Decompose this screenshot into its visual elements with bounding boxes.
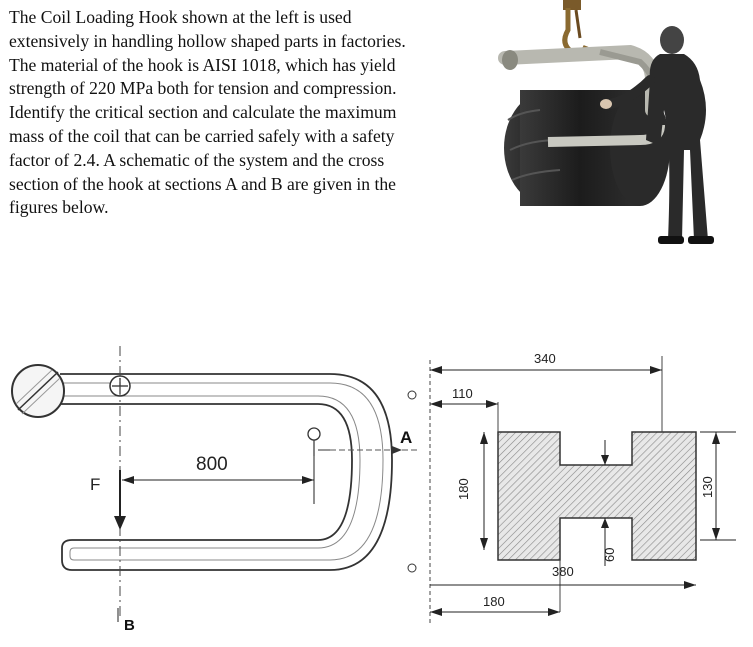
end-pin-icon (11, 364, 65, 418)
problem-line: strength of 220 MPa both for tension and… (9, 78, 397, 99)
problem-line: mass of the coil that can be carried saf… (9, 125, 395, 146)
dim-60-label: 60 (602, 548, 617, 562)
problem-line: Identify the critical section and calcul… (9, 102, 397, 123)
problem-line: The Coil Loading Hook shown at the left … (9, 7, 352, 27)
section-a-marker (307, 427, 334, 456)
force-label: F (90, 475, 100, 494)
dim-340-label: 340 (534, 351, 556, 366)
problem-line: extensively in handling hollow shaped pa… (9, 30, 406, 51)
dim-180-bottom-label: 180 (483, 594, 505, 609)
problem-line: section of the hook at sections A and B … (9, 173, 396, 194)
problem-line: figures below. (9, 197, 109, 218)
section-a-label: A (400, 428, 412, 447)
worker-icon (600, 26, 714, 244)
problem-statement: The Coil Loading Hook shown at the left … (9, 6, 469, 220)
dim-180-left-label: 180 (456, 478, 471, 500)
problem-line: The material of the hook is AISI 1018, w… (9, 54, 396, 75)
section-profile (497, 431, 697, 561)
dim-110-label: 110 (452, 386, 473, 401)
section-b-label: B (124, 617, 135, 634)
dim-130-label: 130 (700, 476, 715, 498)
dim-800-label: 800 (196, 454, 228, 475)
dim-380-label: 380 (552, 564, 574, 579)
problem-line: factor of 2.4. A schematic of the system… (9, 149, 385, 170)
